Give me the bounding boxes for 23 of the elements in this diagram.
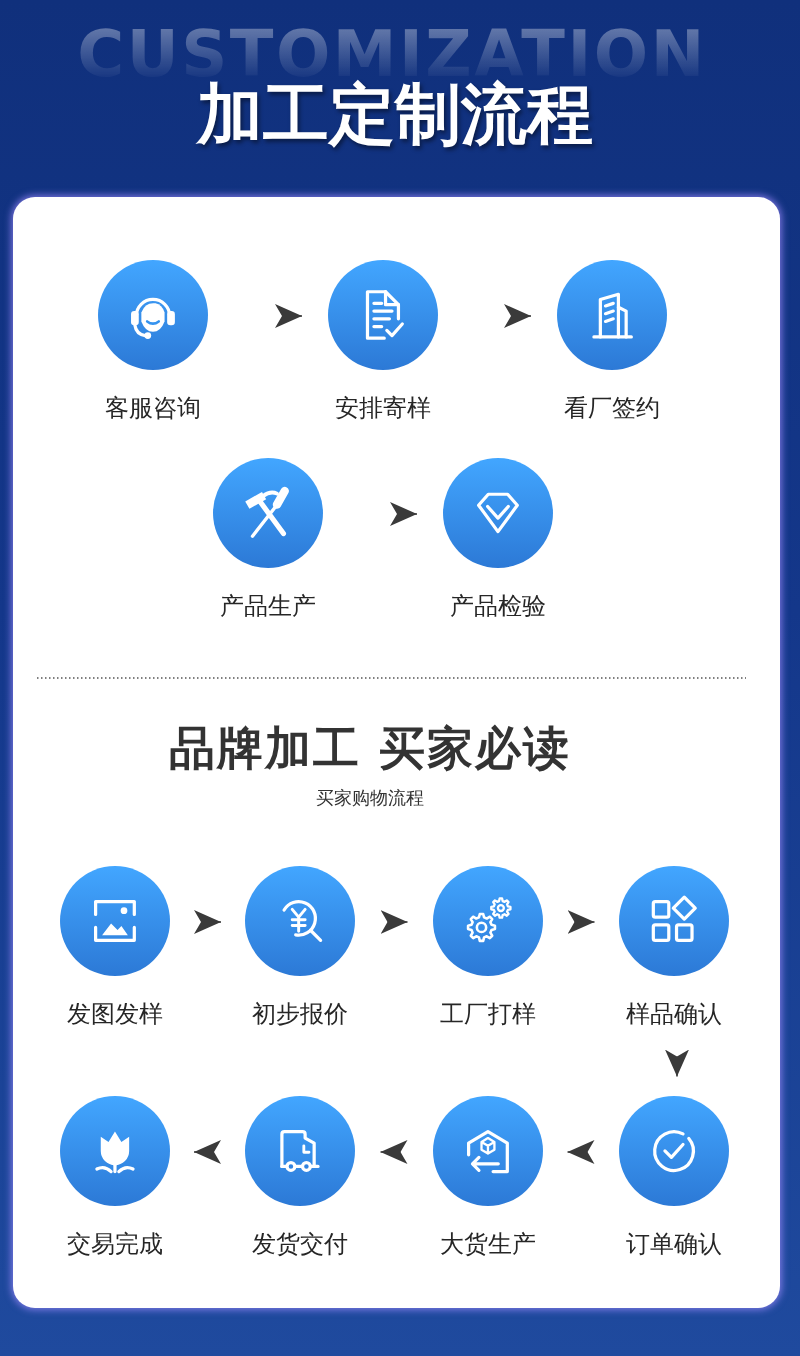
arrow — [193, 910, 222, 934]
section-heading: 品牌加工 买家必读 — [169, 721, 571, 775]
step-label: 看厂签约 — [564, 393, 660, 424]
step-label: 交易完成 — [67, 1229, 163, 1260]
step-label: 客服咨询 — [105, 393, 201, 424]
section-subtitle: 买家购物流程 — [316, 786, 424, 810]
step-label: 发货交付 — [252, 1229, 348, 1260]
step-label: 大货生产 — [440, 1229, 536, 1260]
step-label: 产品生产 — [220, 591, 316, 622]
arrow — [379, 910, 409, 934]
arrow — [379, 1140, 409, 1164]
step-label: 安排寄样 — [335, 393, 431, 424]
step-label: 订单确认 — [626, 1229, 722, 1260]
step-label: 发图发样 — [67, 999, 163, 1030]
arrow — [665, 1048, 689, 1078]
step-label: 工厂打样 — [440, 999, 536, 1030]
arrow — [566, 910, 596, 934]
page-title: 加工定制流程 — [197, 80, 593, 150]
arrow — [193, 1140, 222, 1164]
arrow — [566, 1140, 596, 1164]
step-label: 样品确认 — [626, 999, 722, 1030]
step-label: 产品检验 — [450, 591, 546, 622]
step-label: 初步报价 — [252, 999, 348, 1030]
